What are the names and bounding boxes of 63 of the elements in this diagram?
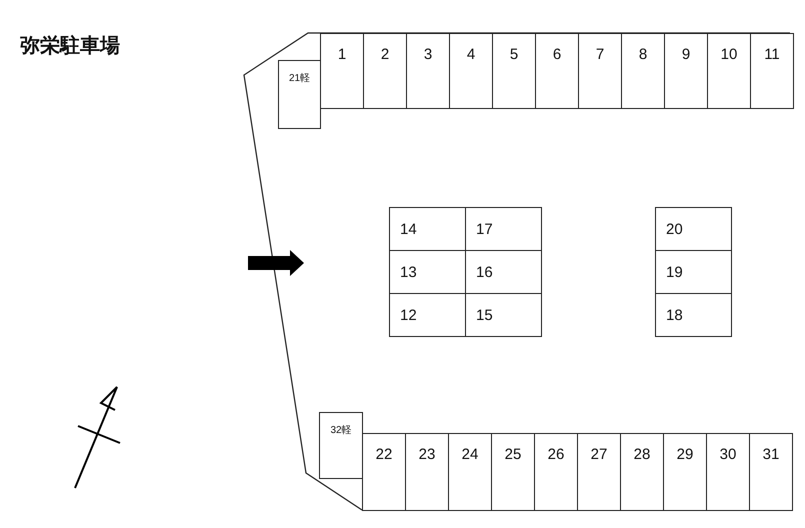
parking-space <box>706 433 750 511</box>
space-number: 2 <box>380 46 390 63</box>
parking-space <box>448 433 492 511</box>
space-number: 26 <box>546 446 566 463</box>
parking-space <box>320 33 364 109</box>
space-number: 20 <box>666 221 683 238</box>
space-number: 4 <box>466 46 476 63</box>
space-number: 6 <box>552 46 562 63</box>
parking-space <box>707 33 751 109</box>
space-number: 21軽 <box>288 72 312 85</box>
space-number: 18 <box>666 307 683 324</box>
parking-space <box>655 250 732 294</box>
parking-space <box>491 433 535 511</box>
space-number: 9 <box>680 46 692 63</box>
parking-space <box>750 33 794 109</box>
parking-space <box>621 33 665 109</box>
parking-space <box>465 293 542 337</box>
space-number: 32軽 <box>329 424 353 437</box>
space-number: 7 <box>594 46 606 63</box>
parking-space <box>655 207 732 251</box>
parking-space <box>663 433 707 511</box>
space-number: 24 <box>460 446 480 463</box>
parking-space <box>578 33 622 109</box>
space-number: 3 <box>422 46 434 63</box>
space-number: 16 <box>476 264 493 281</box>
parking-space <box>405 433 449 511</box>
parking-space <box>449 33 493 109</box>
parking-space <box>389 293 466 337</box>
space-number: 5 <box>508 46 520 63</box>
parking-space <box>577 433 621 511</box>
title: 弥栄駐車場 <box>20 34 120 59</box>
parking-space <box>465 207 542 251</box>
parking-space <box>492 33 536 109</box>
parking-space <box>362 433 406 511</box>
space-number: 22 <box>374 446 394 463</box>
space-number: 11 <box>763 46 781 63</box>
space-number: 25 <box>504 446 522 463</box>
parking-space <box>319 412 363 479</box>
space-number: 29 <box>676 446 694 463</box>
space-number: 8 <box>638 46 648 63</box>
parking-space <box>389 207 466 251</box>
parking-space <box>655 293 732 337</box>
parking-space <box>620 433 664 511</box>
space-number: 1 <box>336 46 348 63</box>
space-number: 17 <box>476 221 493 238</box>
space-number: 23 <box>418 446 436 463</box>
space-number: 28 <box>632 446 652 463</box>
parking-space <box>363 33 407 109</box>
parking-space <box>406 33 450 109</box>
parking-space <box>535 33 579 109</box>
space-number: 10 <box>720 46 738 63</box>
space-number: 30 <box>718 446 738 463</box>
parking-space <box>749 433 793 511</box>
parking-space <box>664 33 708 109</box>
parking-space <box>278 60 321 129</box>
parking-space <box>534 433 578 511</box>
space-number: 31 <box>762 446 780 463</box>
space-number: 15 <box>476 307 493 324</box>
space-number: 27 <box>590 446 608 463</box>
space-number: 13 <box>400 264 417 281</box>
space-number: 14 <box>400 221 417 238</box>
space-number: 19 <box>666 264 683 281</box>
space-number: 12 <box>400 307 417 324</box>
